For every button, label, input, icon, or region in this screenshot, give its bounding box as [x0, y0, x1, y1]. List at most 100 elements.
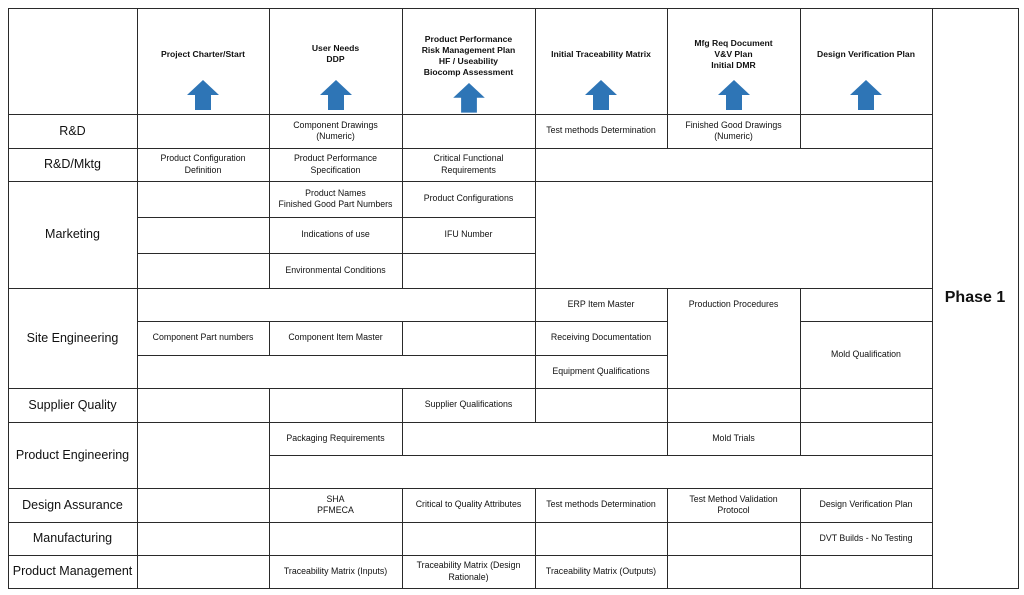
- phase-label: Phase 1: [944, 288, 1006, 306]
- grid-line: [137, 253, 536, 254]
- cell-product-configurations: Product Configurations: [423, 193, 514, 204]
- grid-line: [402, 148, 403, 182]
- grid-line: [800, 114, 801, 149]
- up-arrow-icon: [717, 80, 750, 110]
- milestone-label: Project Charter/Start: [160, 48, 246, 59]
- grid-line: [667, 388, 668, 423]
- cell-mold-qualification: Mold Qualification: [831, 348, 901, 359]
- milestone-header: Initial Traceability Matrix: [535, 8, 667, 114]
- cell-component-drawings: Component Drawings (Numeric): [293, 119, 378, 141]
- grid-line: [269, 321, 270, 356]
- row-label-site-engineering: Site Engineering: [26, 330, 119, 345]
- grid-line: [8, 8, 9, 589]
- milestone-header: User Needs DDP: [269, 8, 402, 114]
- milestone-header: Project Charter/Start: [137, 8, 269, 114]
- milestone-header: Product Performance Risk Management Plan…: [402, 8, 535, 114]
- grid-line: [269, 388, 270, 423]
- grid-line: [402, 522, 403, 556]
- grid-line: [535, 388, 536, 423]
- row-label-supplier-quality: Supplier Quality: [28, 397, 117, 412]
- grid-line: [535, 355, 536, 389]
- grid-line: [667, 555, 668, 589]
- grid-line: [8, 488, 933, 489]
- grid-line: [667, 321, 668, 356]
- cell-traceability-inputs: Traceability Matrix (Inputs): [283, 565, 388, 576]
- grid-line: [535, 522, 536, 556]
- up-arrow-icon: [585, 80, 617, 110]
- grid-line: [269, 181, 270, 289]
- grid-line: [8, 8, 1019, 9]
- grid-line: [800, 555, 801, 589]
- grid-line: [269, 522, 270, 556]
- milestone-label: User Needs DDP: [311, 43, 360, 64]
- cell-traceability-design-rationale: Traceability Matrix (Design Rationale): [416, 560, 521, 582]
- grid-line: [8, 148, 933, 149]
- cell-ifu-number: IFU Number: [444, 229, 493, 240]
- grid-line: [667, 422, 668, 456]
- cell-supplier-qualifications: Supplier Qualifications: [424, 399, 513, 410]
- grid-line: [1018, 8, 1019, 589]
- row-label-manufacturing: Manufacturing: [32, 531, 113, 546]
- cell-packaging-requirements: Packaging Requirements: [286, 432, 385, 443]
- grid-line: [535, 8, 536, 115]
- grid-line: [800, 388, 801, 423]
- grid-line: [8, 588, 1019, 589]
- cell-sha-pfmeca: SHA PFMECA: [317, 493, 354, 515]
- grid-line: [402, 555, 403, 589]
- grid-line: [269, 488, 270, 523]
- cell-indications-of-use: Indications of use: [301, 229, 370, 240]
- cell-critical-functional-requirements: Critical Functional Requirements: [433, 153, 504, 175]
- cell-finished-good-drawings: Finished Good Drawings (Numeric): [685, 119, 782, 141]
- grid-line: [800, 355, 801, 389]
- grid-line: [667, 488, 668, 523]
- up-arrow-icon: [187, 80, 219, 110]
- grid-line: [667, 288, 668, 322]
- grid-line: [800, 321, 801, 356]
- grid-line: [137, 355, 536, 356]
- grid-line: [535, 321, 668, 322]
- grid-line: [269, 422, 270, 489]
- grid-line: [8, 114, 933, 115]
- milestone-label: Design Verification Plan: [817, 48, 915, 59]
- grid-line: [269, 555, 270, 589]
- grid-line: [535, 488, 536, 523]
- grid-line: [402, 181, 403, 289]
- cell-test-methods-determination-da: Test methods Determination: [546, 499, 656, 510]
- row-label-design-assurance: Design Assurance: [22, 497, 123, 512]
- grid-line: [667, 8, 668, 115]
- grid-line: [8, 288, 933, 289]
- cell-product-performance-specification: Product Performance Specification: [293, 153, 378, 175]
- milestone-header: Mfg Req Document V&V Plan Initial DMR: [667, 8, 800, 114]
- grid-line: [932, 8, 933, 589]
- up-arrow-icon: [452, 83, 485, 113]
- cell-component-item-master: Component Item Master: [288, 332, 383, 343]
- grid-line: [8, 181, 933, 182]
- milestone-label: Initial Traceability Matrix: [551, 48, 651, 59]
- grid-line: [535, 555, 536, 589]
- row-label-product-management: Product Management: [12, 564, 133, 579]
- cell-production-procedures: Production Procedures: [688, 298, 779, 309]
- cell-test-methods-determination: Test methods Determination: [546, 125, 656, 136]
- cell-receiving-documentation: Receiving Documentation: [550, 332, 652, 343]
- grid-line: [137, 321, 536, 322]
- cell-product-names: Product Names Finished Good Part Numbers: [278, 187, 393, 209]
- grid-line: [402, 114, 403, 149]
- grid-line: [8, 422, 933, 423]
- grid-line: [667, 522, 668, 556]
- row-label-product-engineering: Product Engineering: [15, 447, 130, 462]
- grid-line: [535, 355, 668, 356]
- cell-design-verification-plan: Design Verification Plan: [819, 499, 913, 510]
- row-label-rd: R&D: [59, 123, 86, 138]
- grid-line: [8, 522, 933, 523]
- grid-line: [402, 8, 403, 115]
- milestone-label: Product Performance Risk Management Plan…: [421, 33, 516, 77]
- cell-erp-item-master: ERP Item Master: [567, 298, 635, 309]
- grid-line: [800, 321, 933, 322]
- grid-line: [800, 522, 801, 556]
- grid-line: [137, 217, 536, 218]
- grid-line: [667, 114, 668, 149]
- up-arrow-icon: [319, 80, 352, 110]
- grid-line: [402, 321, 403, 356]
- grid-line: [137, 8, 138, 589]
